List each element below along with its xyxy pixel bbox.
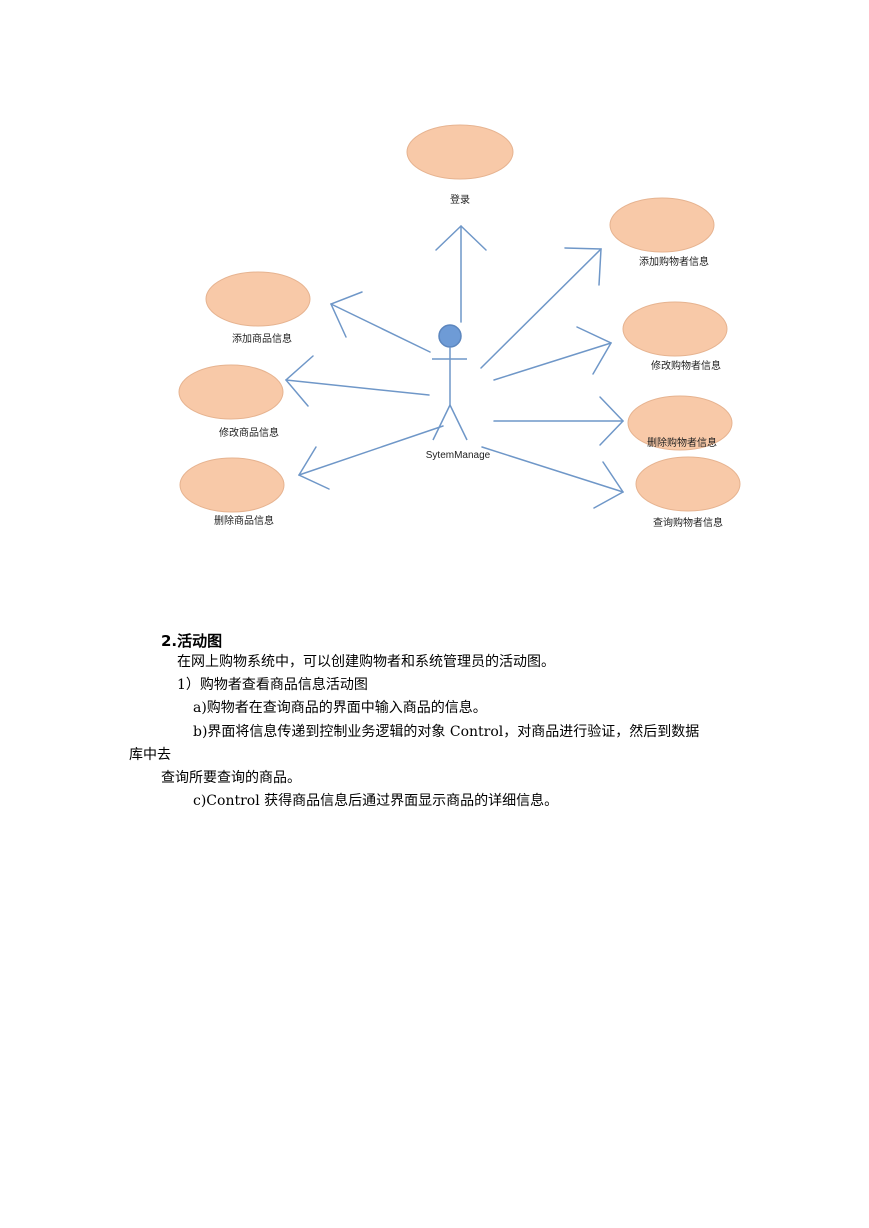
use-case-diagram: 登录 添加购物者信息 修改购物者信息 删除购物者信息 查询购物者信息 添加商品信… — [178, 124, 741, 529]
section-heading: 2.活动图 — [161, 632, 223, 650]
actor-label: SytemManage — [426, 450, 491, 461]
step-b-line2: 库中去 — [129, 747, 171, 763]
step-b-line3: 查询所要查询的商品。 — [161, 770, 301, 786]
step-b-line1: b)界面将信息传递到控制业务逻辑的对象 Control，对商品进行验证，然后到数… — [193, 724, 700, 740]
intro-paragraph: 在网上购物系统中，可以创建购物者和系统管理员的活动图。 — [177, 654, 555, 670]
subsection-title: 1）购物者查看商品信息活动图 — [177, 677, 368, 693]
association-arrows — [284, 224, 625, 509]
label-edit-shopper: 修改购物者信息 — [651, 359, 721, 372]
label-login: 登录 — [450, 193, 470, 206]
label-add-shopper: 添加购物者信息 — [639, 255, 709, 268]
label-delete-shopper: 删除购物者信息 — [647, 436, 717, 449]
ellipse-edit-product — [178, 364, 284, 420]
step-a: a)购物者在查询商品的界面中输入商品的信息。 — [193, 700, 487, 716]
use-case-ellipses — [178, 124, 741, 513]
label-edit-product: 修改商品信息 — [219, 426, 279, 439]
ellipse-add-product — [205, 271, 311, 327]
label-query-shopper: 查询购物者信息 — [653, 516, 723, 529]
ellipse-edit-shopper — [622, 301, 728, 357]
ellipse-login — [406, 124, 514, 180]
actor-head — [438, 324, 462, 348]
ellipse-add-shopper — [609, 197, 715, 253]
actor-stick-figure — [432, 324, 468, 441]
label-add-product: 添加商品信息 — [232, 332, 292, 345]
step-c: c)Control 获得商品信息后通过界面显示商品的详细信息。 — [193, 793, 559, 809]
ellipse-delete-product — [179, 457, 285, 513]
ellipse-query-shopper — [635, 456, 741, 512]
ellipse-delete-shopper — [627, 395, 733, 451]
label-delete-product: 删除商品信息 — [214, 514, 274, 527]
